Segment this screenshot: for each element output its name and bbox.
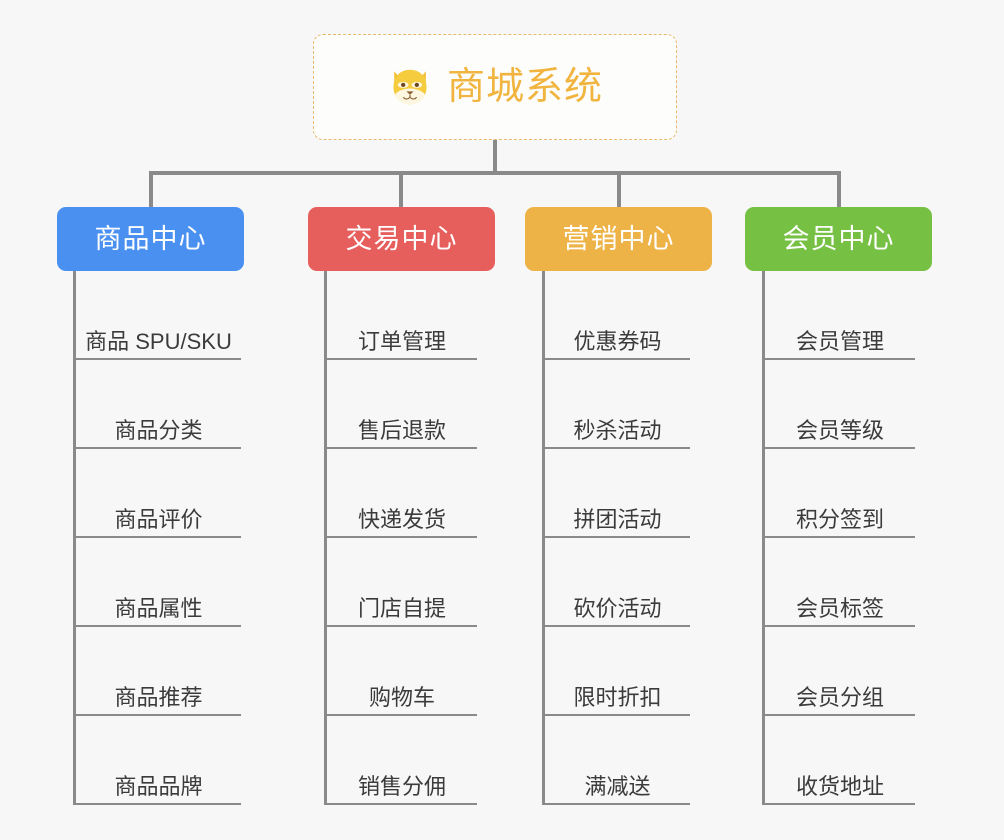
shiba-dog-icon bbox=[393, 69, 427, 105]
leaf-item[interactable]: 会员管理 bbox=[762, 271, 915, 360]
leaf-item-label: 商品分类 bbox=[114, 417, 203, 443]
leaf-item[interactable]: 购物车 bbox=[324, 627, 477, 716]
leaf-spine bbox=[542, 271, 545, 805]
leaf-item[interactable]: 拼团活动 bbox=[542, 449, 690, 538]
connector-drop-3 bbox=[617, 171, 621, 209]
leaf-item-label: 售后退款 bbox=[357, 417, 446, 443]
connector-drop-1 bbox=[149, 171, 153, 209]
leaf-item-label: 优惠券码 bbox=[573, 328, 662, 354]
leaf-item[interactable]: 会员标签 bbox=[762, 538, 915, 627]
leaf-item-label: 会员分组 bbox=[795, 684, 884, 710]
leaf-item[interactable]: 商品推荐 bbox=[73, 627, 241, 716]
leaf-item[interactable]: 会员等级 bbox=[762, 360, 915, 449]
category-box-2[interactable]: 交易中心 bbox=[308, 207, 495, 271]
leaf-item[interactable]: 满减送 bbox=[542, 716, 690, 805]
leaf-item-label: 会员管理 bbox=[795, 328, 884, 354]
leaf-item[interactable]: 砍价活动 bbox=[542, 538, 690, 627]
connector-drop-2 bbox=[399, 171, 403, 209]
leaf-item-label: 商品品牌 bbox=[114, 773, 203, 799]
category-label-4: 会员中心 bbox=[782, 223, 895, 254]
leaf-item-label: 秒杀活动 bbox=[573, 417, 662, 443]
leaf-item-label: 会员标签 bbox=[795, 595, 884, 621]
leaf-item[interactable]: 商品 SPU/SKU bbox=[73, 271, 241, 360]
leaf-item[interactable]: 售后退款 bbox=[324, 360, 477, 449]
leaf-item[interactable]: 商品属性 bbox=[73, 538, 241, 627]
leaf-item-label: 商品推荐 bbox=[114, 684, 203, 710]
leaf-item-label: 会员等级 bbox=[795, 417, 884, 443]
leaf-item[interactable]: 限时折扣 bbox=[542, 627, 690, 716]
leaf-item[interactable]: 秒杀活动 bbox=[542, 360, 690, 449]
leaf-spine bbox=[73, 271, 76, 805]
leaf-item[interactable]: 收货地址 bbox=[762, 716, 915, 805]
leaf-item-label: 收货地址 bbox=[795, 773, 884, 799]
leaf-item-label: 限时折扣 bbox=[573, 684, 662, 710]
connector-root-stem bbox=[493, 140, 497, 173]
leaf-item[interactable]: 门店自提 bbox=[324, 538, 477, 627]
leaf-item[interactable]: 商品品牌 bbox=[73, 716, 241, 805]
leaf-item-label: 拼团活动 bbox=[573, 506, 662, 532]
category-label-3: 营销中心 bbox=[562, 223, 675, 254]
leaf-item-label: 商品评价 bbox=[114, 506, 203, 532]
root-title: 商城系统 bbox=[446, 66, 603, 108]
leaf-item-label: 砍价活动 bbox=[573, 595, 662, 621]
leaf-item[interactable]: 优惠券码 bbox=[542, 271, 690, 360]
category-box-1[interactable]: 商品中心 bbox=[57, 207, 244, 271]
leaf-item[interactable]: 销售分佣 bbox=[324, 716, 477, 805]
leaf-item[interactable]: 订单管理 bbox=[324, 271, 477, 360]
leaf-item[interactable]: 商品分类 bbox=[73, 360, 241, 449]
leaf-item[interactable]: 商品评价 bbox=[73, 449, 241, 538]
leaf-item-label: 快递发货 bbox=[357, 506, 446, 532]
leaf-item-label: 销售分佣 bbox=[357, 773, 446, 799]
leaf-item-label: 商品属性 bbox=[114, 595, 203, 621]
category-label-2: 交易中心 bbox=[345, 223, 458, 254]
leaf-item[interactable]: 快递发货 bbox=[324, 449, 477, 538]
leaf-item-label: 订单管理 bbox=[357, 328, 446, 354]
leaf-spine bbox=[324, 271, 327, 805]
root-node[interactable]: 商城系统 bbox=[313, 34, 677, 140]
leaf-item-label: 满减送 bbox=[584, 773, 651, 799]
category-box-4[interactable]: 会员中心 bbox=[745, 207, 932, 271]
category-label-1: 商品中心 bbox=[94, 223, 207, 254]
leaf-item-label: 商品 SPU/SKU bbox=[85, 328, 232, 354]
leaf-item-label: 门店自提 bbox=[357, 595, 446, 621]
leaf-item[interactable]: 积分签到 bbox=[762, 449, 915, 538]
connector-drop-4 bbox=[837, 171, 841, 209]
connector-horizontal-bus bbox=[149, 171, 841, 175]
leaf-item[interactable]: 会员分组 bbox=[762, 627, 915, 716]
category-box-3[interactable]: 营销中心 bbox=[525, 207, 712, 271]
leaf-spine bbox=[762, 271, 765, 805]
leaf-item-label: 购物车 bbox=[368, 684, 435, 710]
leaf-item-label: 积分签到 bbox=[795, 506, 884, 532]
